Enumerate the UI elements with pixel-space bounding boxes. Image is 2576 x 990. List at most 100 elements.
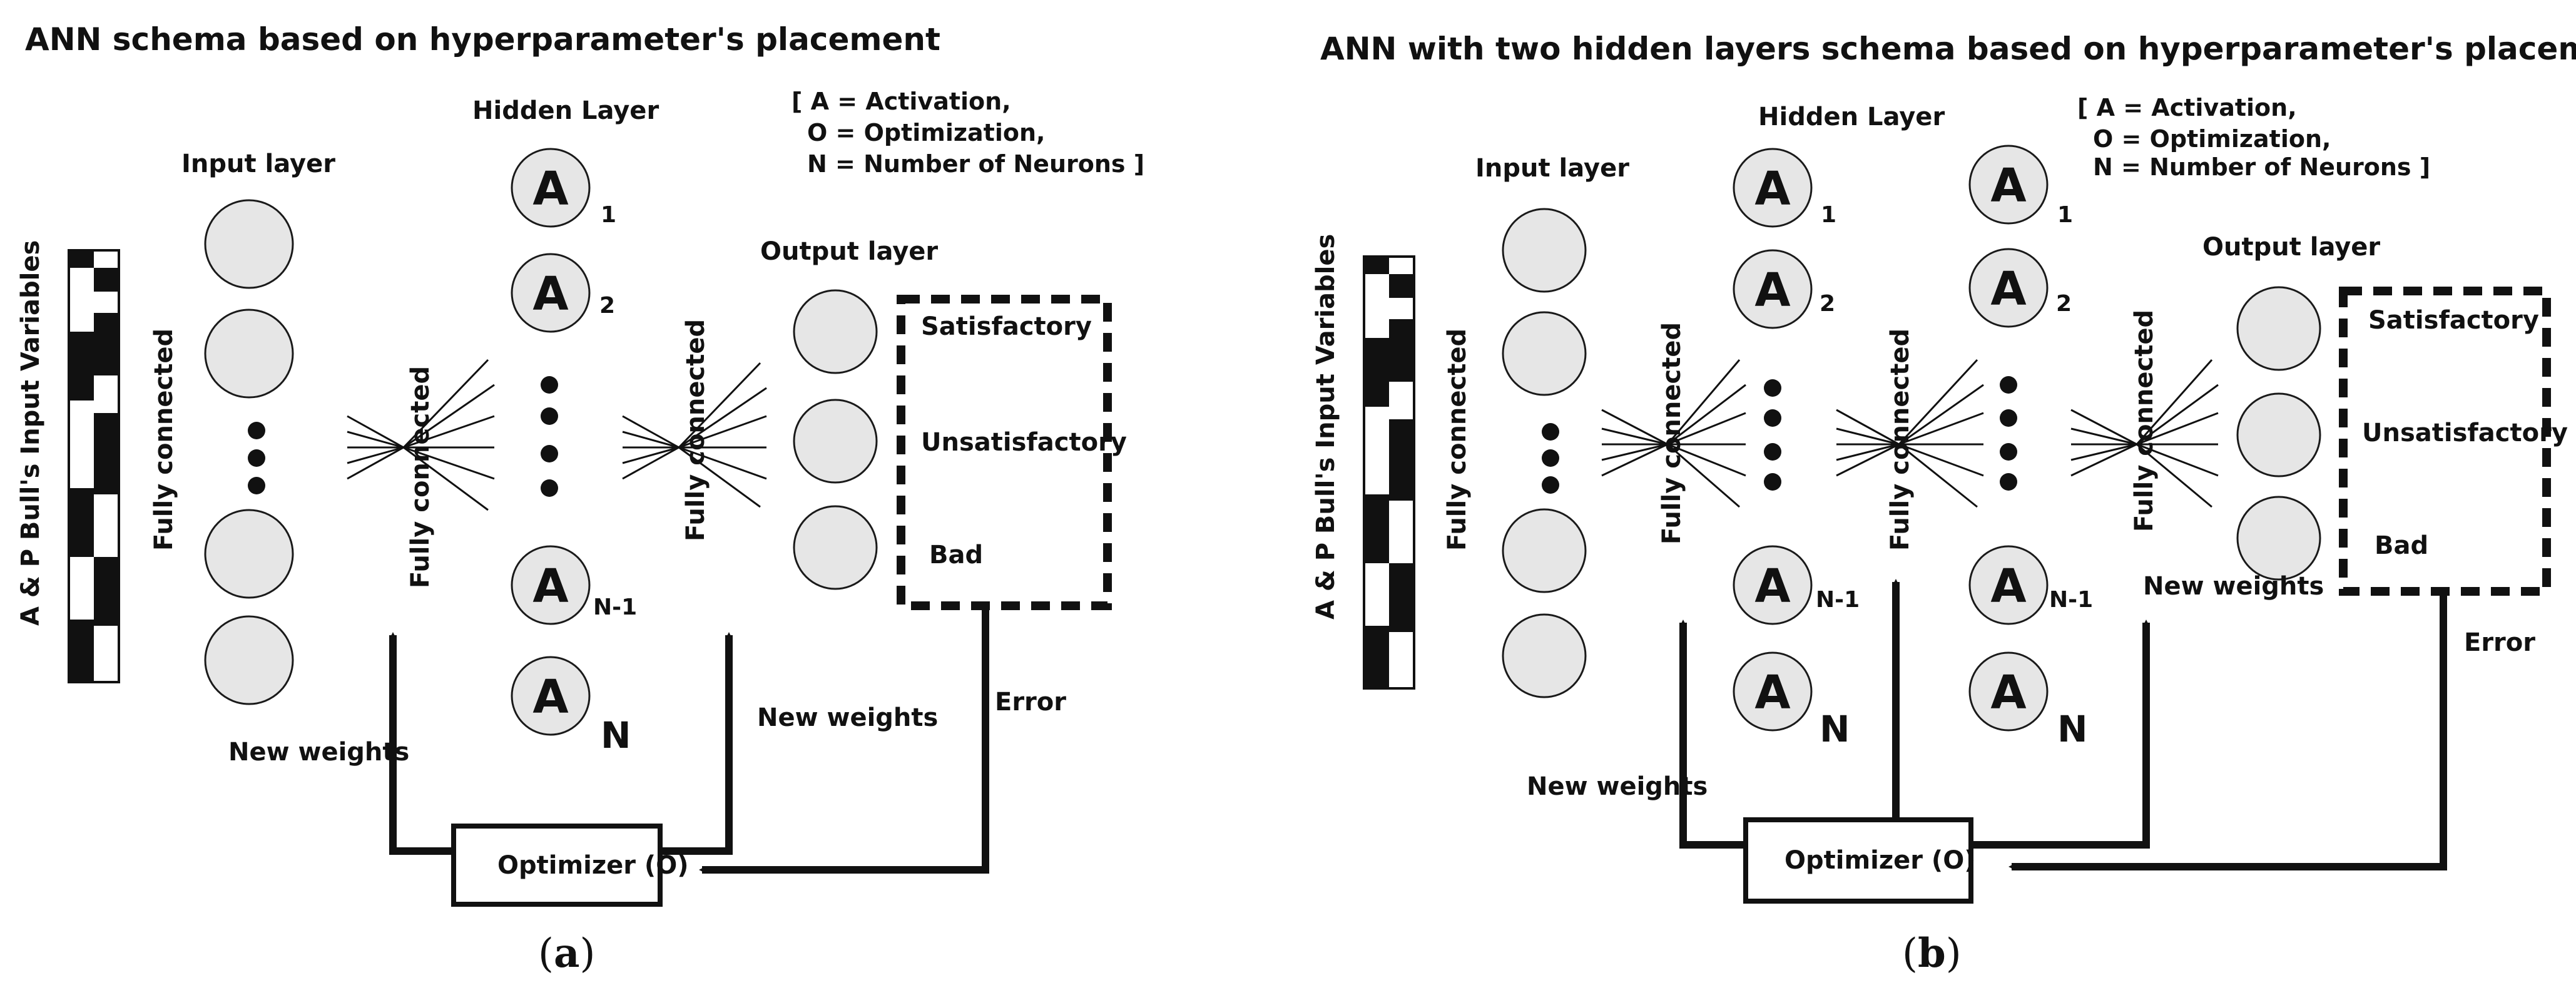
panel-a: ANN schema based on hyperparameter's pla… [16,21,1144,977]
hidden-neuron-n [511,656,591,736]
neuron-subscript: N-1 [2049,587,2093,613]
panel-b-legend-line-3: N = Number of Neurons ] [2093,153,2430,181]
panel-b-title: ANN with two hidden layers schema based … [1320,31,2576,67]
panel-a-fc-label-1: Fully connected [150,329,178,551]
neuron-activation-letter: A [1990,666,2026,720]
hidden-neuron-2 [511,253,591,333]
neuron-activation-letter: A [1754,666,1790,720]
neuron-activation-letter: A [1754,162,1790,216]
output-neuron [2236,286,2321,371]
panel-a-legend-line-3: N = Number of Neurons ] [807,150,1144,178]
panel-a-fc-label-3: Fully connected [681,319,710,541]
panel-a-input-layer [204,199,294,705]
panel-a-error-arrow [699,606,989,874]
hidden-neuron-1 [511,148,591,228]
panel-b-hidden-layer-2: A 1 A 2 A N-1 A N [1968,145,2093,750]
output-neuron [793,399,878,484]
panel-b-output-layer-label: Output layer [2202,233,2380,262]
panel-a-output-class-box [897,295,1112,610]
panel-a-legend-line-1: [ A = Activation, [792,88,1011,115]
panel-a-output-bad: Bad [929,541,983,569]
panel-b-input-layer [1502,208,1587,698]
hidden-neuron-n-1 [511,545,591,625]
panel-b-optimizer-label: Optimizer (O) [1784,846,1976,875]
panel-a-input-strip [68,249,120,683]
panel-b-legend-line-1: [ A = Activation, [2077,94,2297,121]
neuron-activation-letter: A [532,559,568,613]
panel-a-new-weights-arrow-1 [389,632,454,855]
neuron-activation-letter: A [1990,559,2026,613]
neuron-activation-letter: A [532,162,568,216]
output-neuron [2236,392,2321,477]
neuron-subscript: N [601,714,631,757]
input-neuron [204,309,294,399]
panel-a-error-label: Error [995,688,1066,717]
input-neuron [204,199,294,289]
neuron-activation-letter: A [532,670,568,724]
panel-a-hidden-layer-label: Hidden Layer [472,96,659,125]
panel-b-new-weights-arrow-1 [1679,620,1746,849]
neuron-subscript: 2 [599,293,615,319]
panel-b-fc-label-4: Fully connected [2130,310,2159,532]
panel-b-caption: (b) [1902,930,1962,977]
hidden-neuron-n-1 [1733,545,1813,625]
panel-a-output-satisfactory: Satisfactory [921,312,1092,341]
panel-a-output-unsatisfactory: Unsatisfactory [921,428,1127,457]
panel-b-new-weights-label-2: New weights [2143,572,2324,601]
panel-b-new-weights-label-1: New weights [1527,772,1708,801]
panel-b-output-unsatisfactory: Unsatisfactory [2362,419,2568,447]
panel-b-output-bad: Bad [2375,531,2428,560]
hidden-neuron-2 [1968,248,2049,328]
input-neuron [204,615,294,705]
panel-b-output-satisfactory: Satisfactory [2368,306,2539,335]
panel-a-title: ANN schema based on hyperparameter's pla… [25,21,940,58]
hidden-neuron-2 [1733,249,1813,329]
panel-b-error-arrow [2008,591,2447,870]
neuron-subscript: N-1 [593,595,637,620]
neuron-subscript: N-1 [1816,587,1860,613]
panel-b-output-class-box [2339,287,2551,596]
neuron-activation-letter: A [532,267,568,321]
neuron-subscript: 1 [1821,202,1836,228]
panel-a-new-weights-label-1: New weights [228,738,409,767]
panel-b-fc-label-3: Fully connected [1886,329,1915,551]
output-neuron [2236,496,2321,581]
panel-b: ANN with two hidden layers schema based … [1311,31,2576,977]
panel-a-fc-label-2: Fully connected [406,366,435,588]
neuron-subscript: N [2057,708,2088,750]
panel-b-fc-label-1: Fully connected [1443,329,1472,551]
panel-b-new-weights-arrow-3 [1971,620,2150,849]
panel-a-output-layer [793,289,878,590]
input-neuron [1502,508,1587,593]
panel-a-new-weights-arrow-2 [660,632,733,855]
hidden-neuron-n [1733,651,1813,732]
panel-a-legend-line-2: O = Optimization, [807,119,1045,146]
panel-a-new-weights-label-2: New weights [757,703,938,732]
panel-b-connection-fan-3 [2070,359,2219,508]
neuron-activation-letter: A [1754,263,1790,317]
panel-b-error-label: Error [2464,628,2535,657]
panel-a-connection-fan-2 [622,362,767,508]
panel-b-hidden-layer-label: Hidden Layer [1758,103,1945,131]
hidden-neuron-n [1968,651,2049,732]
neuron-subscript: 2 [1820,291,1835,317]
input-neuron [1502,613,1587,698]
input-neuron [1502,311,1587,396]
panel-b-fc-label-2: Fully connected [1657,322,1686,544]
output-neuron [793,289,878,374]
panel-a-connection-fan-1 [347,359,495,511]
panel-a-caption: (a) [538,930,595,977]
panel-b-input-variables-label: A & P Bull's Input Variables [1311,234,1340,620]
panel-b-optimizer-box [1743,817,1973,904]
panel-b-hidden-layer-1: A 1 A 2 A N-1 A N [1733,148,1860,750]
neuron-activation-letter: A [1754,559,1790,613]
neuron-activation-letter: A [1990,262,2026,316]
input-neuron [204,509,294,599]
hidden-neuron-n-1 [1968,545,2049,625]
output-neuron [793,505,878,590]
panel-a-optimizer-label: Optimizer (O) [497,851,689,880]
panel-a-input-variables-label: A & P Bull's Input Variables [16,240,45,626]
panel-b-connection-fan-2 [1836,359,1984,508]
panel-b-legend-line-2: O = Optimization, [2093,125,2331,153]
